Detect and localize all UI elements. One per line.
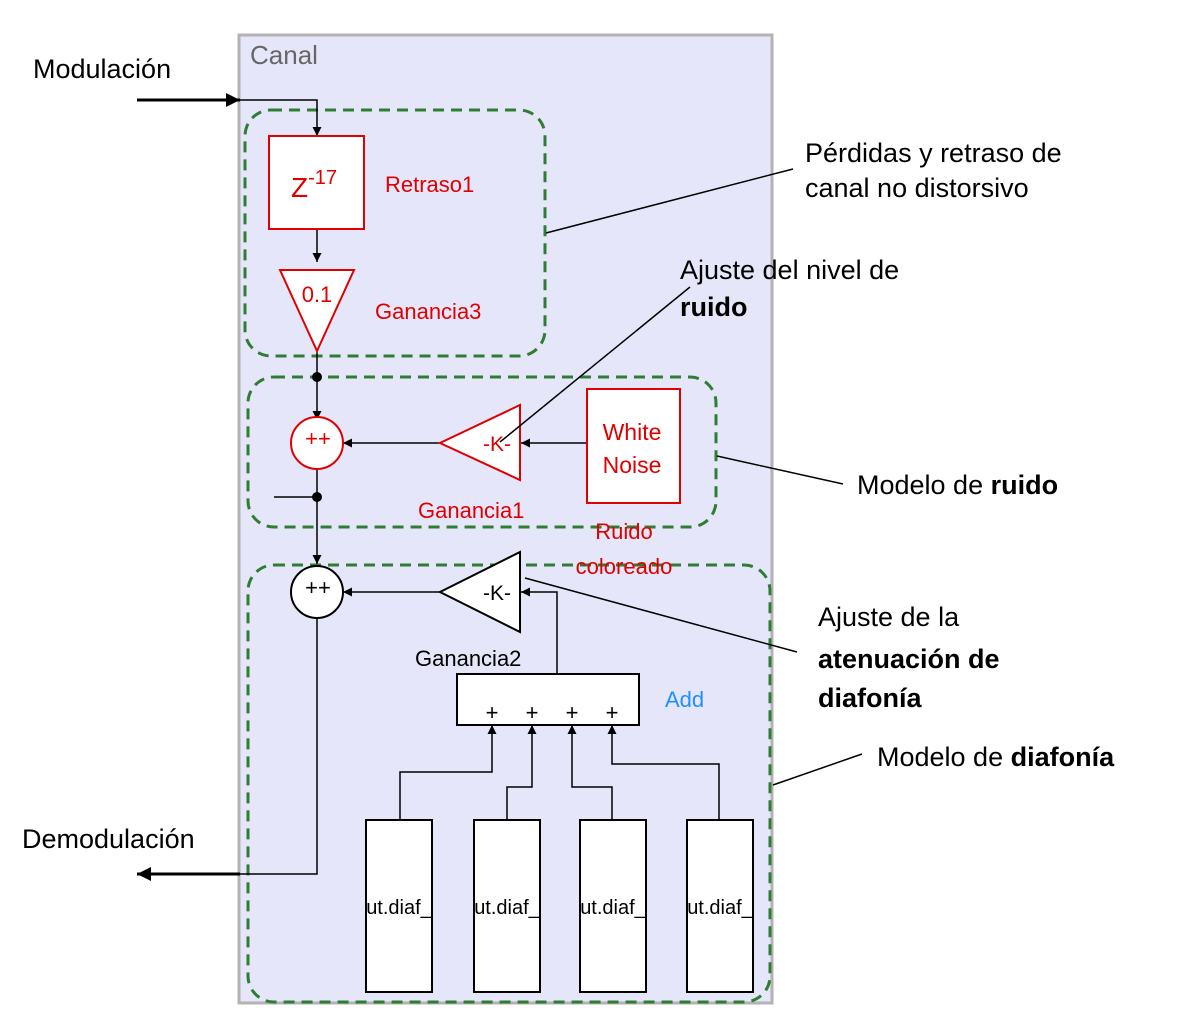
annotation-noise-model: Modelo de ruido: [857, 470, 1058, 500]
sum-top-signs: ++: [305, 426, 331, 451]
noise-block-name-line1: Ruido: [595, 519, 652, 544]
gain3-value: 0.1: [302, 282, 333, 307]
group-noise: [246, 375, 718, 529]
delay-block-name: Retraso1: [385, 172, 474, 197]
gain1-block-name: Ganancia1: [418, 498, 524, 523]
annotation-leaders: [499, 168, 863, 786]
delay-block[interactable]: Z-17: [268, 135, 365, 230]
add-block-name: Add: [665, 687, 704, 712]
annotation-crosstalk-model-bold: diafonía: [1011, 742, 1115, 772]
crosstalk-source-block[interactable]: ut.diaf_: [473, 819, 541, 993]
white-noise-line1: White: [603, 419, 662, 445]
sum-top-block[interactable]: ++: [290, 416, 344, 470]
gain2-block[interactable]: -K-: [437, 550, 521, 634]
add-block[interactable]: + + + +: [456, 673, 640, 726]
crosstalk-source-label: ut.diaf_: [580, 897, 646, 919]
add-port-sign: +: [526, 700, 539, 725]
gain2-block-name: Ganancia2: [415, 646, 521, 671]
branch-point-top: [312, 372, 322, 382]
annotation-crosstalk-model: Modelo de diafonía: [877, 742, 1115, 772]
crosstalk-source-label: ut.diaf_: [687, 897, 753, 919]
gain2-value: -K-: [483, 582, 511, 605]
delay-exponent: -17: [308, 167, 337, 189]
noise-block-name-line2: coloreado: [576, 554, 673, 579]
add-port-sign: +: [566, 700, 579, 725]
annotation-crosstalk-atten-line3: diafonía: [818, 683, 922, 713]
crosstalk-source-block[interactable]: ut.diaf_: [579, 819, 647, 993]
canal-title: Canal: [250, 40, 318, 70]
gain3-block-name: Ganancia3: [375, 299, 481, 324]
add-port-sign: +: [486, 700, 499, 725]
annotation-crosstalk-atten-line1: Ajuste de la: [818, 602, 960, 632]
crosstalk-source-label: ut.diaf_: [366, 897, 432, 919]
crosstalk-source-block[interactable]: ut.diaf_: [686, 819, 754, 993]
demodulation-label: Demodulación: [22, 824, 195, 854]
annotation-noise-model-bold: ruido: [991, 470, 1059, 500]
white-noise-line2: Noise: [603, 452, 662, 478]
branch-point-bottom: [312, 492, 322, 502]
crosstalk-source-label: ut.diaf_: [474, 897, 540, 919]
sum-bottom-signs: ++: [305, 575, 331, 600]
modulation-label: Modulación: [33, 54, 171, 84]
add-port-sign: +: [606, 700, 619, 725]
annotation-losses-line2: canal no distorsivo: [805, 173, 1029, 203]
annotation-noise-level-line1: Ajuste del nivel de: [680, 255, 899, 285]
white-noise-block[interactable]: White Noise: [586, 388, 681, 504]
annotation-crosstalk-atten-line2: atenuación de: [818, 644, 1000, 674]
annotation-noise-level-line2: ruido: [680, 292, 748, 322]
delay-expression: Z-17: [291, 167, 337, 203]
group-losses-delay: [243, 108, 547, 358]
annotation-losses-line1: Pérdidas y retraso de: [805, 138, 1062, 168]
sum-bottom-block[interactable]: ++: [290, 565, 344, 619]
signal-wires: [240, 99, 720, 875]
crosstalk-source-block[interactable]: ut.diaf_: [365, 819, 433, 993]
gain3-block[interactable]: 0.1: [278, 269, 356, 354]
